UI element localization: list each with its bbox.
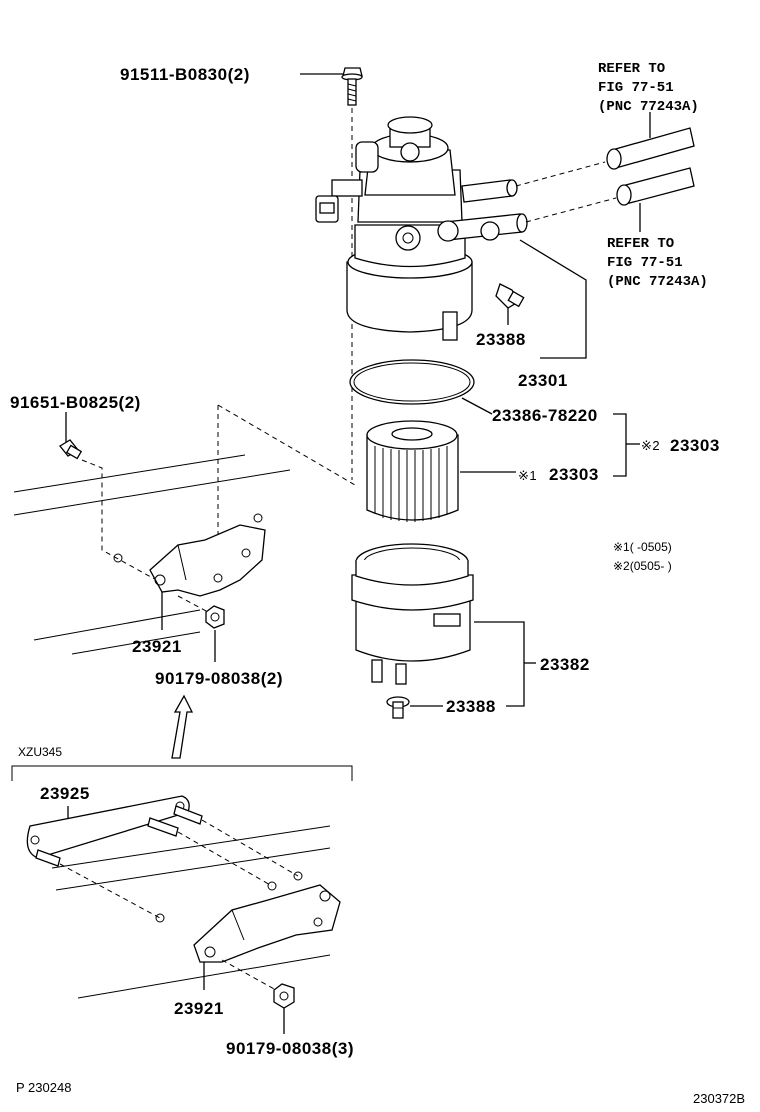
bracket-upper-part <box>149 524 266 597</box>
studs-part <box>35 805 203 867</box>
footer-left-code: P 230248 <box>16 1080 71 1095</box>
refer-b-line2: FIG 77-51 <box>607 255 683 271</box>
frame-upper-part <box>13 454 291 655</box>
element-1-label: 23303 <box>549 465 599 484</box>
footer-right-code: 230372B <box>693 1091 745 1106</box>
refer-b-line3: (PNC 77243A) <box>607 274 708 290</box>
gasket-part <box>349 359 475 405</box>
note-2-text: ※2(0505- ) <box>613 559 672 573</box>
bolt-top-part <box>341 67 363 106</box>
cup-label: 23382 <box>540 655 590 674</box>
variant-label: XZU345 <box>18 745 62 759</box>
hose-lower-part <box>616 167 695 206</box>
plug-upper-label: 23388 <box>476 330 526 349</box>
refer-b-line1: REFER TO <box>607 236 674 252</box>
housing-label: 23301 <box>518 371 568 390</box>
plug-upper-part <box>495 283 525 309</box>
filter-cup-part <box>351 543 474 685</box>
bolt-left-part <box>59 439 83 460</box>
nut-upper-part <box>205 605 225 629</box>
bracket-lower-label: 23921 <box>174 999 224 1018</box>
plate-label: 23925 <box>40 784 90 803</box>
plug-lower-part <box>386 696 410 719</box>
element-note2-mark: ※2 <box>641 438 660 453</box>
nut-upper-label: 90179-08038(2) <box>155 669 283 688</box>
plug-lower-label: 23388 <box>446 697 496 716</box>
arrow-up-icon <box>171 694 194 759</box>
note-1-text: ※1( -0505) <box>613 540 672 554</box>
bracket-lower-part <box>193 884 341 963</box>
bolt-left-label: 91651-B0825(2) <box>10 393 141 412</box>
element-note1-mark: ※1 <box>518 468 537 483</box>
hose-upper-part <box>606 127 695 170</box>
bracket-upper-label: 23921 <box>132 637 182 656</box>
refer-a-line1: REFER TO <box>598 61 665 77</box>
gasket-label: 23386-78220 <box>492 406 598 425</box>
filter-housing-part <box>315 116 528 341</box>
nut-lower-part <box>273 983 295 1009</box>
nut-lower-label: 90179-08038(3) <box>226 1039 354 1058</box>
refer-a-line3: (PNC 77243A) <box>598 99 699 115</box>
filter-element-part <box>366 420 459 522</box>
element-2-label: 23303 <box>670 436 720 455</box>
refer-a-line2: FIG 77-51 <box>598 80 674 96</box>
bolt-top-label: 91511-B0830(2) <box>120 65 250 84</box>
